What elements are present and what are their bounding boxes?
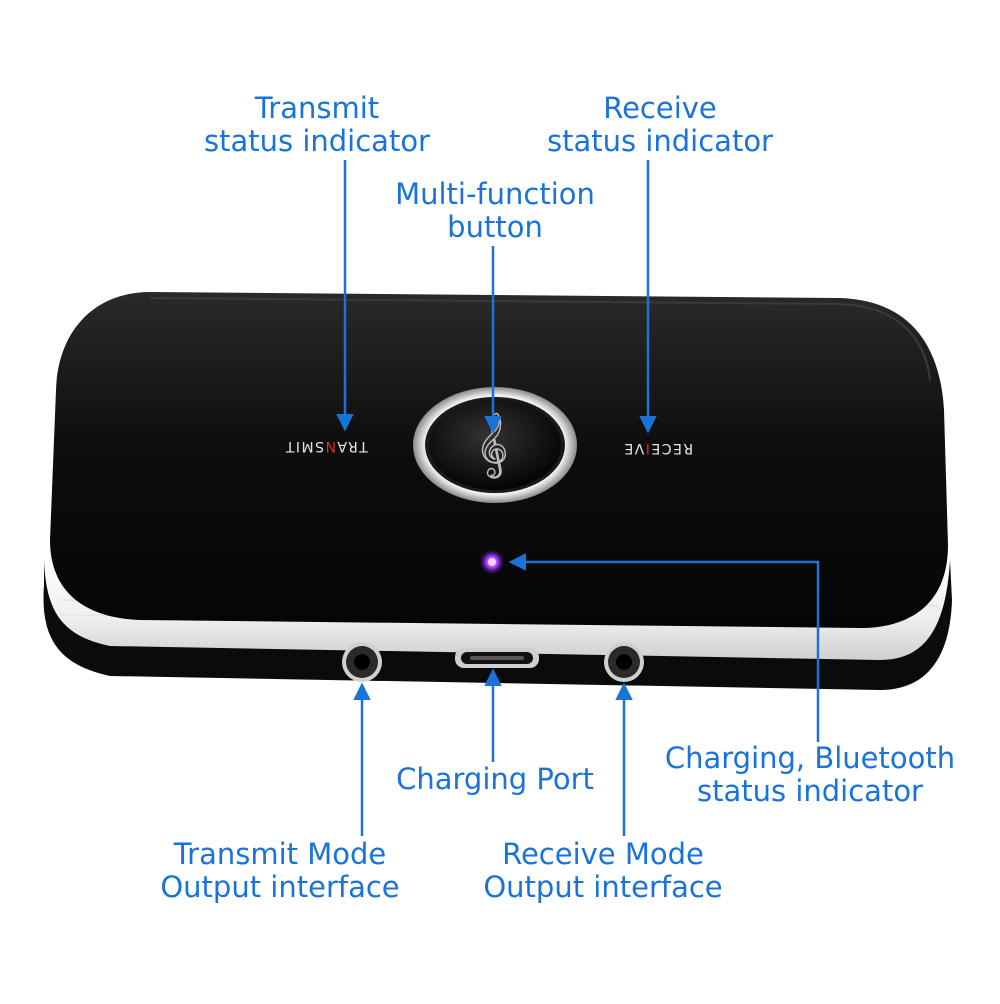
callout-line: Charging, Bluetooth — [664, 741, 956, 775]
callout-line: Output interface — [483, 870, 723, 904]
callout-line: Charging Port — [396, 762, 594, 796]
callout-line: Transmit — [254, 91, 380, 125]
callout-line: status indicator — [204, 124, 430, 158]
receive-status-callout: Receive status indicator — [545, 92, 775, 158]
callout-line: Receive Mode — [502, 837, 704, 871]
charging-bluetooth-callout: Charging, Bluetooth status indicator — [660, 742, 960, 808]
multifunction-button-callout: Multi-function button — [385, 178, 605, 244]
transmit-status-callout: Transmit status indicator — [197, 92, 437, 158]
callout-line: button — [447, 210, 543, 244]
transmit-output-callout: Transmit Mode Output interface — [155, 838, 405, 904]
multi-function-button[interactable]: 𝄞 — [413, 387, 577, 503]
charging-port[interactable] — [455, 648, 539, 668]
callout-line: Output interface — [160, 870, 400, 904]
receive-label: RECEIVE — [623, 440, 693, 456]
callout-line: status indicator — [697, 774, 923, 808]
callout-line: Transmit Mode — [173, 837, 387, 871]
charging-bluetooth-arrow — [508, 553, 820, 742]
callout-line: Multi-function — [395, 177, 595, 211]
transmit-audio-jack[interactable] — [342, 642, 382, 682]
status-led — [479, 549, 505, 575]
callout-line: Receive — [603, 91, 717, 125]
charging-port-callout: Charging Port — [380, 763, 610, 796]
receive-output-callout: Receive Mode Output interface — [478, 838, 728, 904]
callout-line: status indicator — [547, 124, 773, 158]
transmit-label: TRANSMIT — [284, 438, 368, 454]
receive-audio-jack[interactable] — [604, 642, 644, 682]
